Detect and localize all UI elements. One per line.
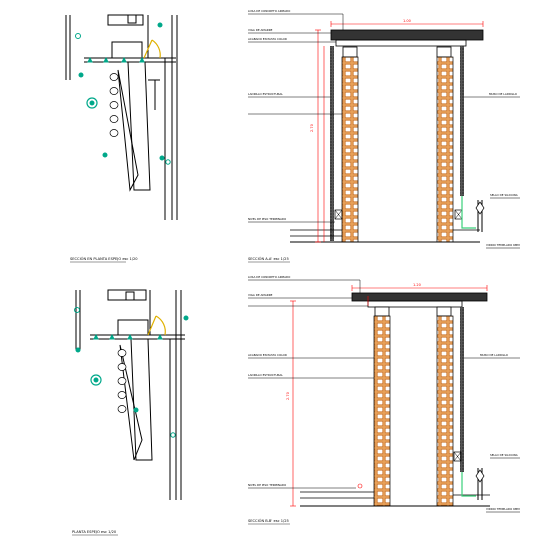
note: VIGA DE AMARRE: [248, 28, 273, 32]
bottom-section-detail: [300, 292, 490, 507]
note: SELLO DE SILICONA: [490, 193, 518, 197]
top-plan-fixtures: [109, 73, 119, 137]
top-floor-plan: [65, 14, 178, 220]
note: SELLO DE SILICONA: [490, 453, 518, 457]
note: VIGA DE AMARRE: [248, 293, 273, 297]
note: LADRILLO ESTRUCTURAL: [248, 92, 283, 96]
bottom-section-dimensions: [290, 285, 488, 507]
note: LOSA DE CONCRETO ARMADO: [248, 275, 291, 279]
note: LADRILLO ESTRUCTURAL: [248, 373, 283, 377]
top-plan-caption: SECCIÓN EN PLANTA ESPEJO esc 1/20: [70, 256, 138, 261]
top-plan-door-swing: [143, 39, 161, 59]
top-overall-dim: 1.00: [403, 19, 411, 23]
bottom-plan-door-swing: [147, 315, 166, 336]
bottom-overall-dim: 1.20: [413, 283, 421, 287]
bottom-section-leaders: [248, 279, 520, 513]
bottom-plan-caption: PLANTA ESPEJO esc 1/20: [72, 530, 117, 534]
top-section-detail: [290, 29, 485, 243]
top-plan-symbols: [75, 22, 171, 165]
top-section-dimensions: [315, 21, 484, 243]
bottom-floor-plan: [75, 289, 185, 500]
bottom-section-notes: LOSA DE CONCRETO ARMADO VIGA DE AMARRE A…: [248, 275, 520, 511]
note: MURO DE LADRILLO: [489, 92, 518, 96]
note: VIDRIO TEMPLADO 6MM: [486, 243, 520, 247]
note: MURO DE LADRILLO: [480, 353, 509, 357]
note: VIDRIO TEMPLADO 6MM: [486, 507, 520, 511]
bottom-section-caption: SECCIÓN B-B' esc 1/25: [248, 518, 289, 523]
note: NIVEL DE PISO TERMINADO: [248, 217, 287, 221]
top-height-dim: 2.70: [310, 124, 314, 132]
top-section-notes: LOSA DE CONCRETO ARMADO VIGA DE AMARRE A…: [248, 9, 520, 247]
top-section-caption: SECCIÓN A-A' esc 1/25: [248, 256, 289, 261]
top-section-leaders: [248, 13, 520, 249]
bottom-height-dim: 2.70: [286, 392, 290, 400]
bottom-plan-fixtures: [117, 349, 127, 413]
note: LOSA DE CONCRETO ARMADO: [248, 9, 291, 13]
bottom-plan-symbols: [74, 307, 189, 438]
note: ACABADO EN PASTA COLOR: [248, 353, 287, 357]
note: NIVEL DE PISO TERMINADO: [248, 483, 287, 487]
note: ACABADO EN PASTA COLOR: [248, 37, 287, 41]
